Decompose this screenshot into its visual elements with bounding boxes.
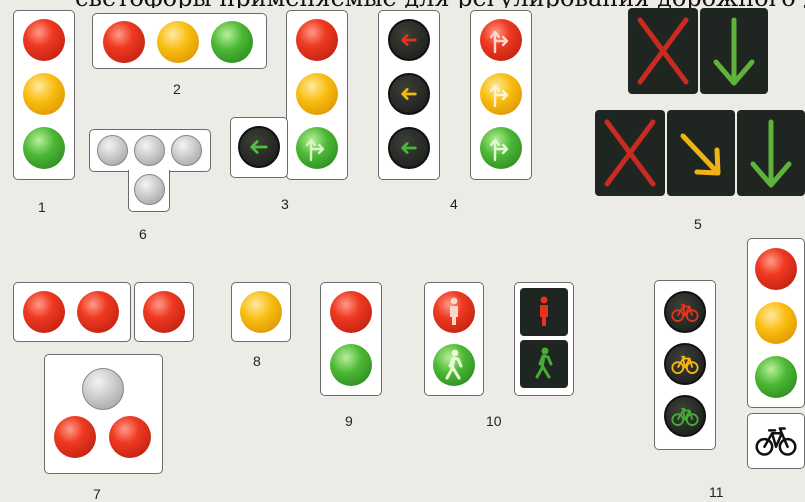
right-turn-arrow-icon	[480, 19, 522, 61]
red-cross-icon	[595, 110, 665, 196]
label-8: 8	[253, 353, 261, 369]
signal-4a-green-arrow-lamp	[388, 127, 430, 169]
signal-1-housing	[13, 10, 75, 180]
right-turn-arrow-icon	[480, 73, 522, 115]
signal-5-down-panel-bottom	[737, 110, 805, 196]
signal-6-lamp-left	[97, 135, 128, 166]
signal-5-cross-panel-bottom	[595, 110, 665, 196]
signal-7-red-lamp-left	[23, 291, 65, 333]
signal-8-yellow-lamp	[240, 291, 282, 333]
right-turn-arrow-icon	[480, 127, 522, 169]
signal-9-green-lamp	[330, 344, 372, 386]
signal-3-extra-section	[230, 117, 288, 178]
signal-11b-red-lamp	[755, 248, 797, 290]
signal-5-diagonal-panel-bottom	[667, 110, 735, 196]
signal-6-lamp-middle	[134, 135, 165, 166]
signal-7-white-lamp	[82, 368, 124, 410]
arrow-left-icon	[390, 75, 428, 113]
signal-10a-green-pedestrian-lamp	[433, 344, 475, 386]
signal-11b-housing	[747, 238, 805, 408]
signal-1-yellow-lamp	[23, 73, 65, 115]
bicycle-icon	[666, 345, 704, 383]
signal-10a-housing	[424, 282, 484, 396]
signal-6-housing-top	[89, 129, 211, 172]
signal-11b-green-lamp	[755, 356, 797, 398]
signal-7-red-lamp-single	[143, 291, 185, 333]
signal-5-down-panel-top	[700, 8, 768, 94]
signal-11a-housing	[654, 280, 716, 450]
green-down-arrow-icon	[737, 110, 805, 196]
signal-10a-red-pedestrian-lamp	[433, 291, 475, 333]
signal-4b-red-turn-lamp	[480, 19, 522, 61]
arrow-left-icon	[390, 21, 428, 59]
label-3: 3	[281, 196, 289, 212]
signal-11b-bicycle-plate	[747, 413, 805, 469]
signal-2-yellow-lamp	[157, 21, 199, 63]
right-turn-arrow-icon	[296, 127, 338, 169]
pedestrian-icon	[433, 344, 475, 386]
signal-2-housing	[92, 13, 267, 69]
signal-11a-red-bicycle-lamp	[664, 291, 706, 333]
signal-3-red-lamp	[296, 19, 338, 61]
label-10: 10	[486, 413, 502, 429]
signal-7-housing-triangle	[44, 354, 163, 474]
signal-7-housing-pair	[13, 282, 131, 342]
signal-7-red-lamp-right	[77, 291, 119, 333]
arrow-left-icon	[240, 128, 278, 166]
signal-4b-yellow-turn-lamp	[480, 73, 522, 115]
signal-9-housing	[320, 282, 382, 396]
top-caption-strip: светофоры применяемые для регулирования …	[0, 0, 805, 8]
pedestrian-icon	[433, 291, 475, 333]
top-caption: светофоры применяемые для регулирования …	[75, 0, 805, 8]
arrow-left-icon	[390, 129, 428, 167]
signal-4a-yellow-arrow-lamp	[388, 73, 430, 115]
signal-7-red-lamp-bottom-right	[109, 416, 151, 458]
signal-7-housing-single	[134, 282, 194, 342]
signal-4b-green-turn-lamp	[480, 127, 522, 169]
pedestrian-icon	[520, 288, 568, 336]
red-cross-icon	[628, 8, 698, 94]
label-2: 2	[173, 81, 181, 97]
signal-7-red-lamp-bottom-left	[54, 416, 96, 458]
signal-2-green-lamp	[211, 21, 253, 63]
signal-8-housing	[231, 282, 291, 342]
label-9: 9	[345, 413, 353, 429]
signal-11a-green-bicycle-lamp	[664, 395, 706, 437]
label-4: 4	[450, 196, 458, 212]
signal-6-lamp-right	[171, 135, 202, 166]
label-6: 6	[139, 226, 147, 242]
yellow-diagonal-arrow-icon	[667, 110, 735, 196]
signal-1-green-lamp	[23, 127, 65, 169]
signal-1-red-lamp	[23, 19, 65, 61]
signal-4a-housing	[378, 10, 440, 180]
bicycle-icon	[666, 397, 704, 435]
signal-10b-housing	[514, 282, 574, 396]
label-1: 1	[38, 199, 46, 215]
bicycle-icon	[666, 293, 704, 331]
signal-10b-red-panel	[520, 288, 568, 336]
signal-3-green-turn-lamp	[296, 127, 338, 169]
signal-6-lamp-bottom	[134, 174, 165, 205]
signal-6-housing-bottom	[128, 170, 170, 212]
pedestrian-icon	[520, 340, 568, 388]
signal-11a-yellow-bicycle-lamp	[664, 343, 706, 385]
signal-11b-yellow-lamp	[755, 302, 797, 344]
signal-3-yellow-lamp	[296, 73, 338, 115]
green-down-arrow-icon	[700, 8, 768, 94]
signal-9-red-lamp	[330, 291, 372, 333]
signal-2-red-lamp	[103, 21, 145, 63]
signal-4a-red-arrow-lamp	[388, 19, 430, 61]
bicycle-icon	[748, 414, 804, 468]
signal-3-arrow-lamp	[238, 126, 280, 168]
label-5: 5	[694, 216, 702, 232]
signal-4b-housing	[470, 10, 532, 180]
signal-10b-green-panel	[520, 340, 568, 388]
signal-5-cross-panel-top	[628, 8, 698, 94]
signal-3-housing	[286, 10, 348, 180]
label-11: 11	[709, 484, 724, 500]
